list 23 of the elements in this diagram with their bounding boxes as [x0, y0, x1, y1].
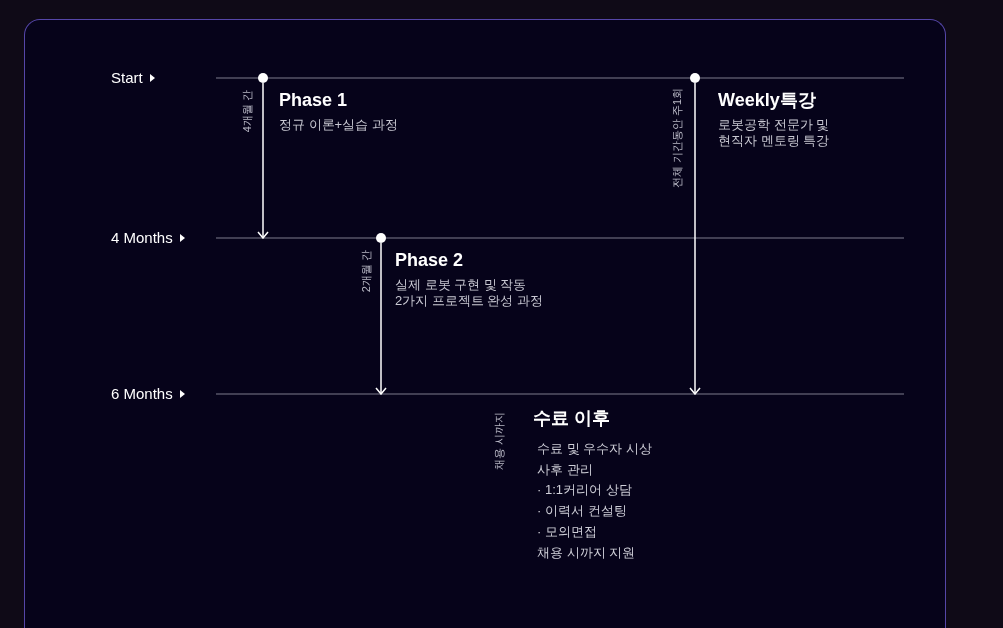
time-marker-label: Start [111, 68, 143, 88]
phase-title: Phase 1 [279, 89, 348, 111]
list-line: · 이력서 컨설팅 [537, 502, 627, 521]
phase-description: 정규 이론+실습 과정 [279, 117, 399, 133]
edge-label: 2개월 간 [359, 250, 373, 293]
list-line: · 모의면접 [537, 522, 597, 541]
phase-description: 실제 로봇 구현 및 작동 2가지 프로젝트 완성 과정 [395, 277, 545, 309]
phase-title: Phase 2 [395, 249, 464, 271]
arrow [257, 82, 269, 239]
time-marker-label: 4 Months [111, 228, 173, 248]
arrow [375, 242, 387, 395]
section-title: 수료 이후 [533, 407, 610, 429]
duration-label: 채용 시까지 [492, 412, 506, 471]
phase-description: 로봇공학 전문가 및 현직자 멘토링 특강 [718, 117, 831, 149]
edge-label: 전체 기간동안 주1회 [670, 88, 684, 189]
edge-label: 4개월 간 [240, 90, 254, 133]
phase-title: Weekly특강 [718, 89, 816, 111]
list-line: 사후 관리 [537, 460, 593, 479]
arrow [689, 82, 701, 395]
list-line: 채용 시까지 지원 [537, 543, 636, 562]
list-line: 수료 및 우수자 시상 [537, 440, 652, 458]
list-line: · 1:1커리어 상담 [537, 481, 632, 500]
time-marker-label: 6 Months [111, 384, 173, 404]
